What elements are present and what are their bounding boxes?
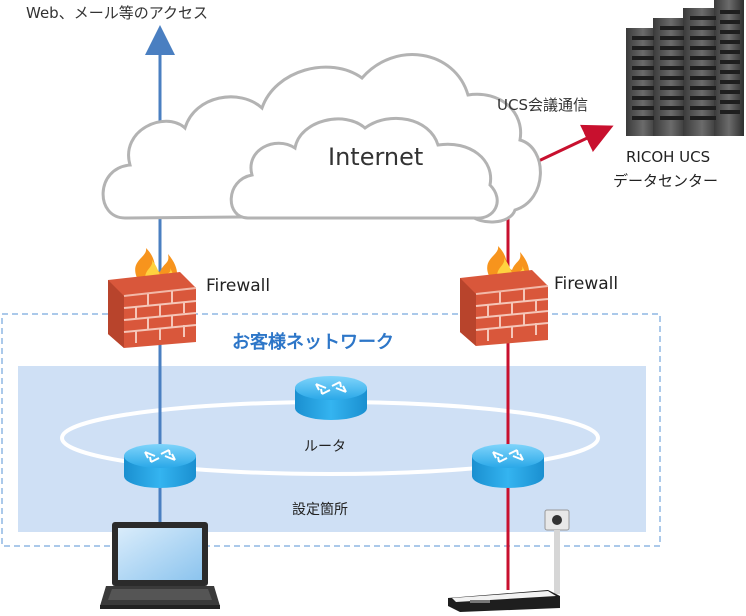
- customer-network-zone: [1, 313, 661, 547]
- access-label: Web、メール等のアクセス: [26, 4, 208, 22]
- firewall-left-label: Firewall: [206, 276, 271, 296]
- customer-network-label: お客様ネットワーク: [232, 332, 394, 353]
- ucs-terminal-icon: [448, 509, 570, 612]
- firewall-right-label: Firewall: [554, 274, 619, 294]
- setting-location-label: 設定箇所: [292, 502, 348, 518]
- server-rack-icon: [626, 0, 744, 136]
- cloud-icon: [101, 53, 542, 224]
- router-icon: [472, 444, 544, 488]
- internet-label: Internet: [328, 143, 424, 171]
- firewall-icon: [460, 246, 549, 346]
- laptop-icon: [100, 522, 220, 609]
- firewall-icon: [108, 248, 197, 348]
- router-label: ルータ: [304, 439, 346, 455]
- ucs-arrow-line: [529, 124, 614, 167]
- datacenter-label-line2: データセンター: [613, 172, 719, 190]
- ucs-comm-label: UCS会議通信: [497, 96, 588, 114]
- router-icon: [295, 376, 367, 420]
- datacenter-label-line1: RICOH UCS: [626, 148, 711, 166]
- router-icon: [124, 444, 196, 488]
